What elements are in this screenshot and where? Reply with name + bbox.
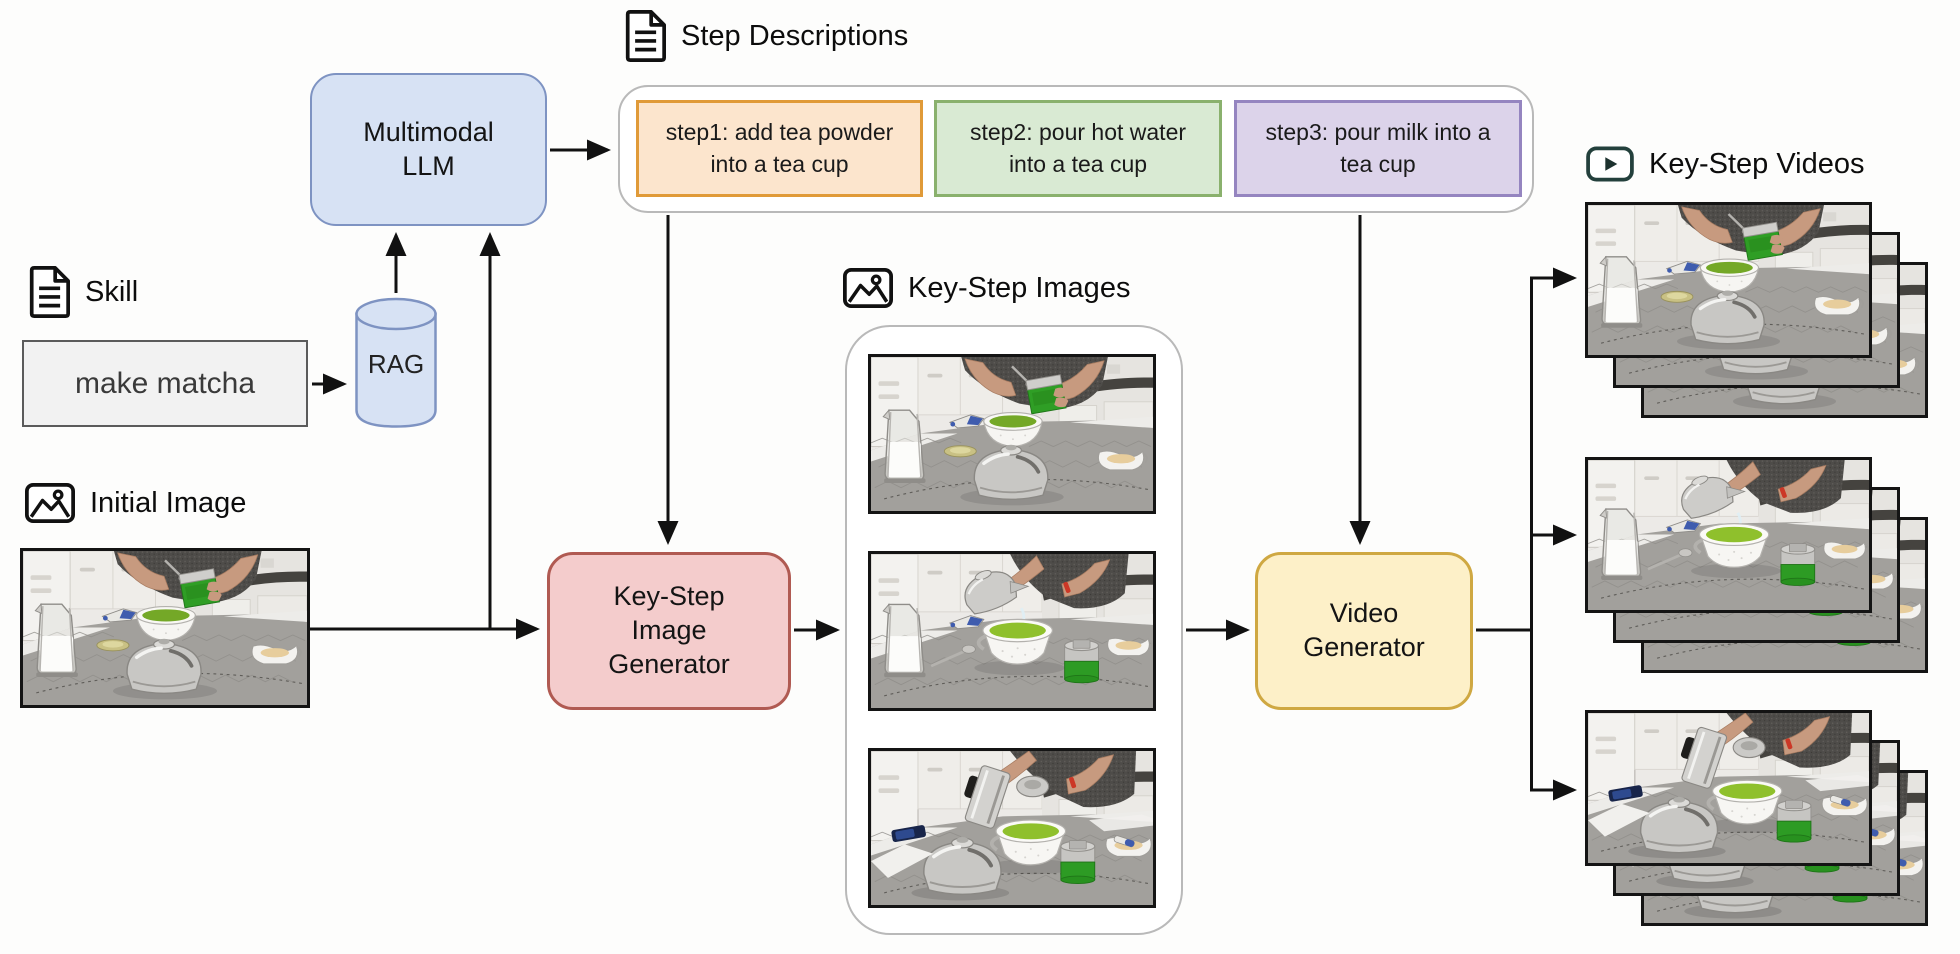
document-icon [625, 10, 666, 62]
key-step-videos-header-label: Key-Step Videos [1649, 147, 1865, 180]
key-step-image-3 [868, 748, 1156, 908]
key-step-image-generator-label: Key-Step Image Generator [608, 581, 730, 679]
video-frame [1585, 202, 1872, 358]
step1-label: step1: add tea powder into a tea cup [665, 119, 894, 177]
skill-input-label: make matcha [74, 366, 256, 400]
step-descriptions-header: Step Descriptions [624, 10, 908, 62]
skill-header: Skill [28, 266, 138, 318]
step-descriptions-header-label: Step Descriptions [681, 19, 909, 52]
step1-box: step1: add tea powder into a tea cup [636, 100, 923, 197]
key-step-image-2 [868, 551, 1156, 711]
initial-image-header-label: Initial Image [90, 486, 247, 519]
multimodal-llm-label: Multimodal LLM [363, 116, 494, 181]
step2-box: step2: pour hot water into a tea cup [934, 100, 1222, 197]
key-step-image-generator-node: Key-Step Image Generator [547, 552, 791, 710]
video-generator-node: Video Generator [1255, 552, 1473, 710]
rag-database: RAG [355, 297, 437, 428]
initial-image-photo [20, 548, 310, 708]
key-step-videos-header: Key-Step Videos [1586, 146, 1865, 182]
database-cylinder-icon [355, 297, 437, 428]
document-icon [29, 266, 70, 318]
step3-label: step3: pour milk into a tea cup [1265, 119, 1491, 177]
key-step-images-header: Key-Step Images [843, 268, 1130, 308]
skill-header-label: Skill [85, 275, 139, 308]
image-icon [25, 483, 75, 523]
video-generator-label: Video Generator [1303, 598, 1425, 662]
image-icon [843, 268, 893, 308]
key-step-images-panel [845, 325, 1183, 935]
key-step-images-header-label: Key-Step Images [908, 271, 1131, 304]
video-frame [1585, 710, 1872, 866]
play-icon [1586, 146, 1634, 182]
step3-box: step3: pour milk into a tea cup [1234, 100, 1522, 197]
initial-image-header: Initial Image [25, 483, 246, 523]
multimodal-llm-node: Multimodal LLM [310, 73, 547, 226]
key-step-image-1 [868, 354, 1156, 514]
step-descriptions-panel: step1: add tea powder into a tea cup ste… [618, 85, 1534, 213]
skill-input-box: make matcha [22, 340, 308, 427]
step2-label: step2: pour hot water into a tea cup [969, 119, 1187, 177]
video-frame [1585, 457, 1872, 613]
rag-label: RAG [367, 349, 425, 379]
